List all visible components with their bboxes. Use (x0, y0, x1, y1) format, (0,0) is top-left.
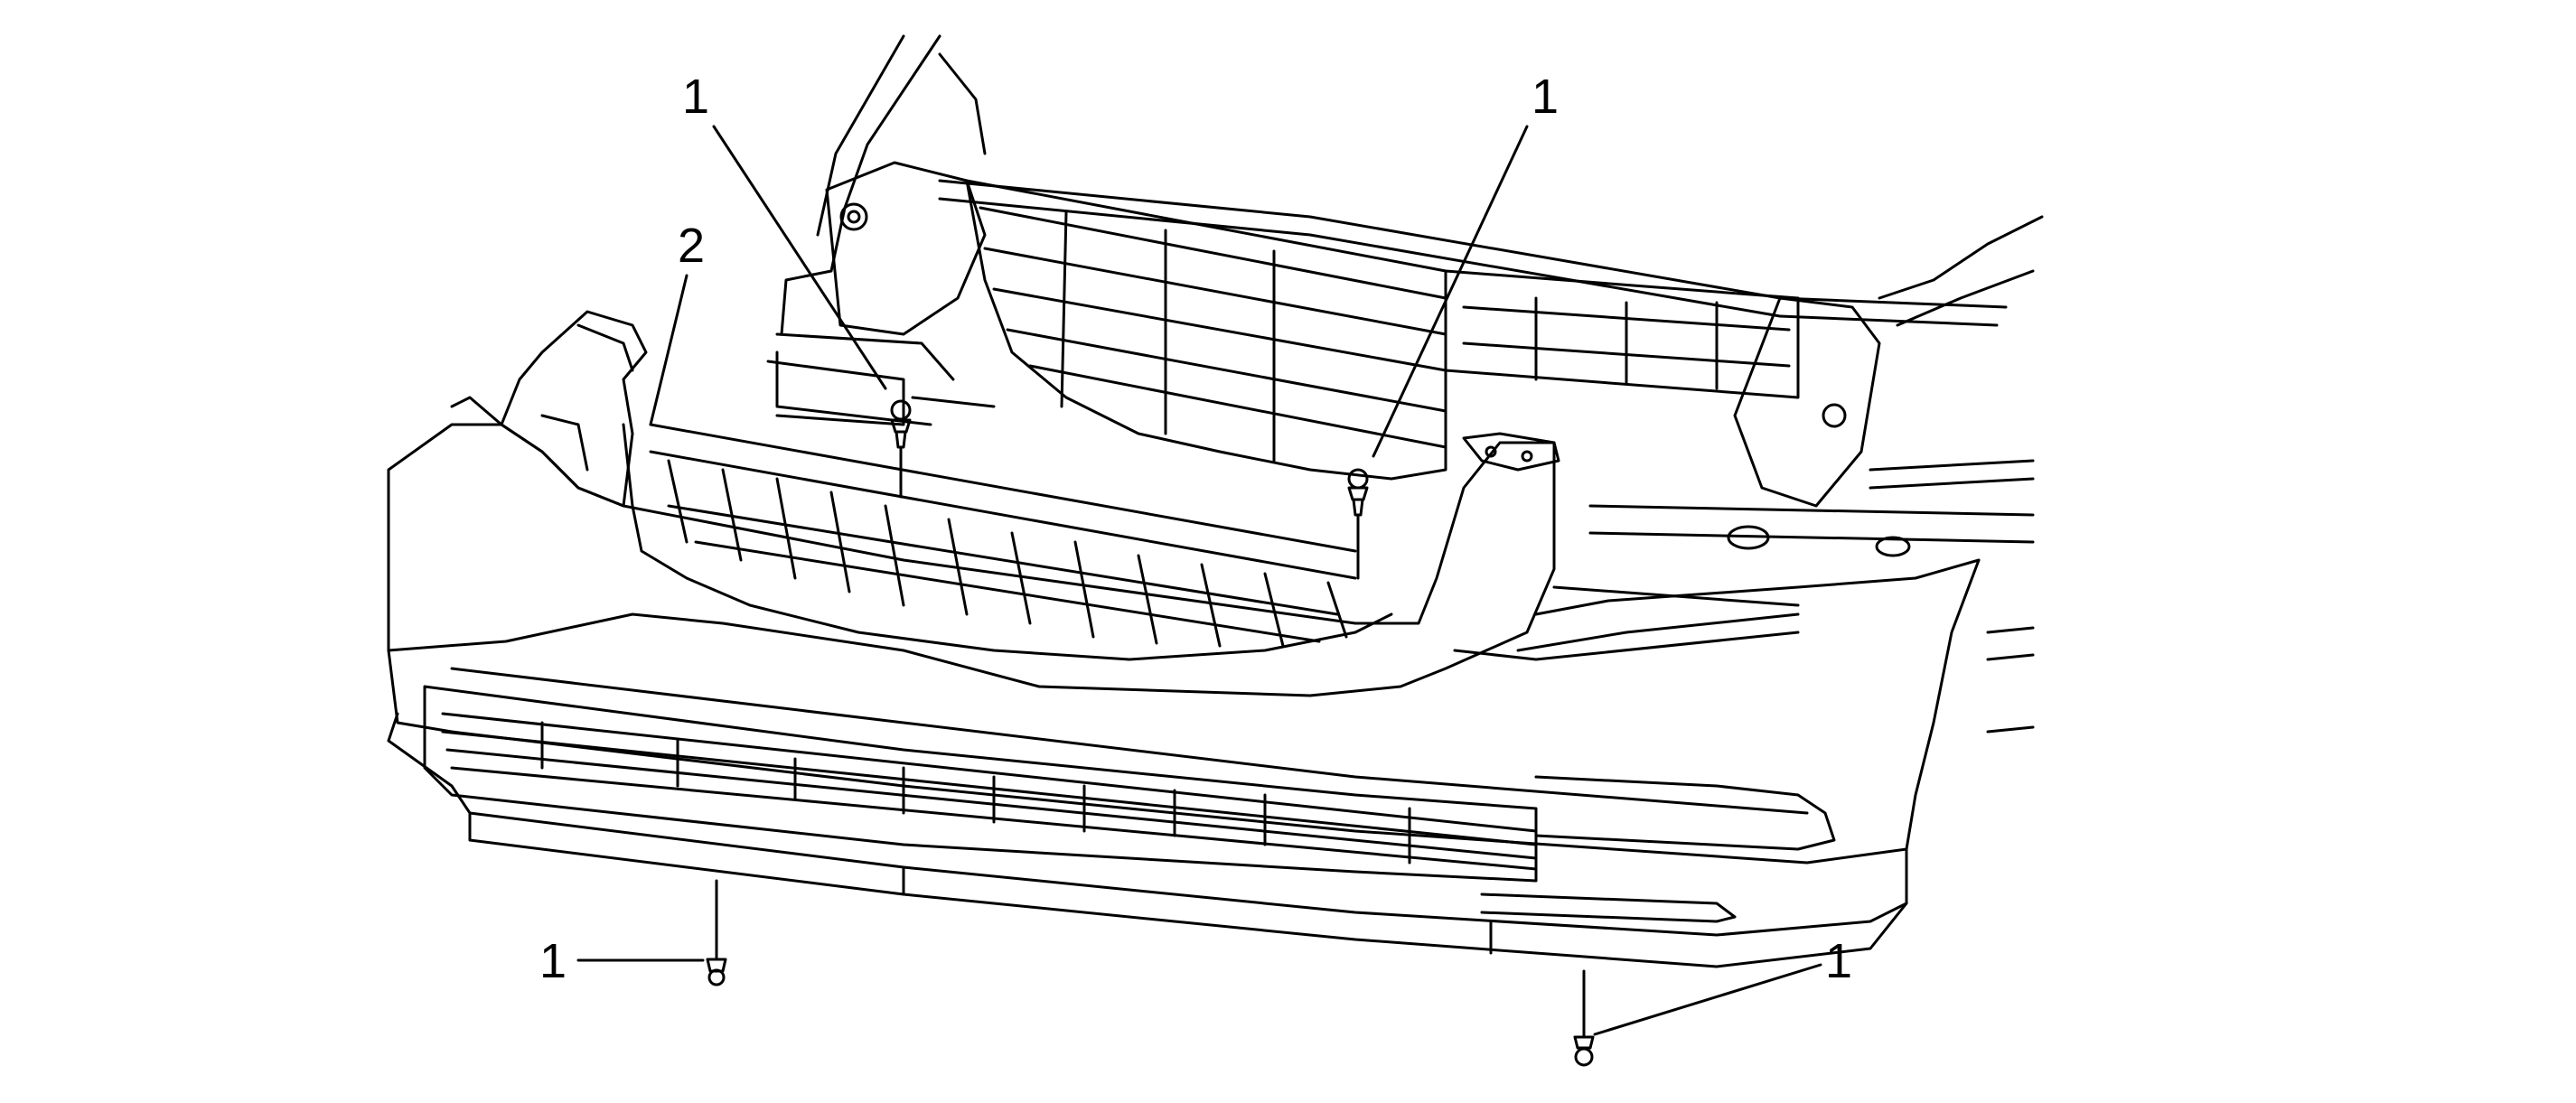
fastener-pushpin-bottom-left (706, 958, 727, 986)
callout-label-fastener-top-left: 1 (682, 70, 709, 124)
front-bumper-fascia (387, 310, 1981, 968)
callout-label-fascia: 2 (678, 219, 705, 273)
callout-leader-top-right (1372, 125, 1529, 458)
grille-outline (965, 179, 1447, 481)
fastener-pushpin-top-left (890, 399, 912, 449)
callout-leader-top-left (712, 125, 887, 390)
callout-label-fastener-bottom-left: 1 (539, 934, 567, 988)
callout-leader-fascia (649, 274, 688, 426)
fascia-upper-surface (387, 423, 1556, 697)
callout-leader-bottom-right (1593, 963, 1822, 1036)
callout-label-fastener-bottom-right: 1 (1825, 934, 1852, 988)
fastener-pushpin-top-right (1347, 468, 1369, 517)
vehicle-front-structure (766, 34, 2044, 734)
lower-grille (423, 685, 1538, 883)
callout-label-fastener-top-right: 1 (1532, 70, 1559, 124)
fastener-pushpin-bottom-right (1573, 1035, 1595, 1067)
